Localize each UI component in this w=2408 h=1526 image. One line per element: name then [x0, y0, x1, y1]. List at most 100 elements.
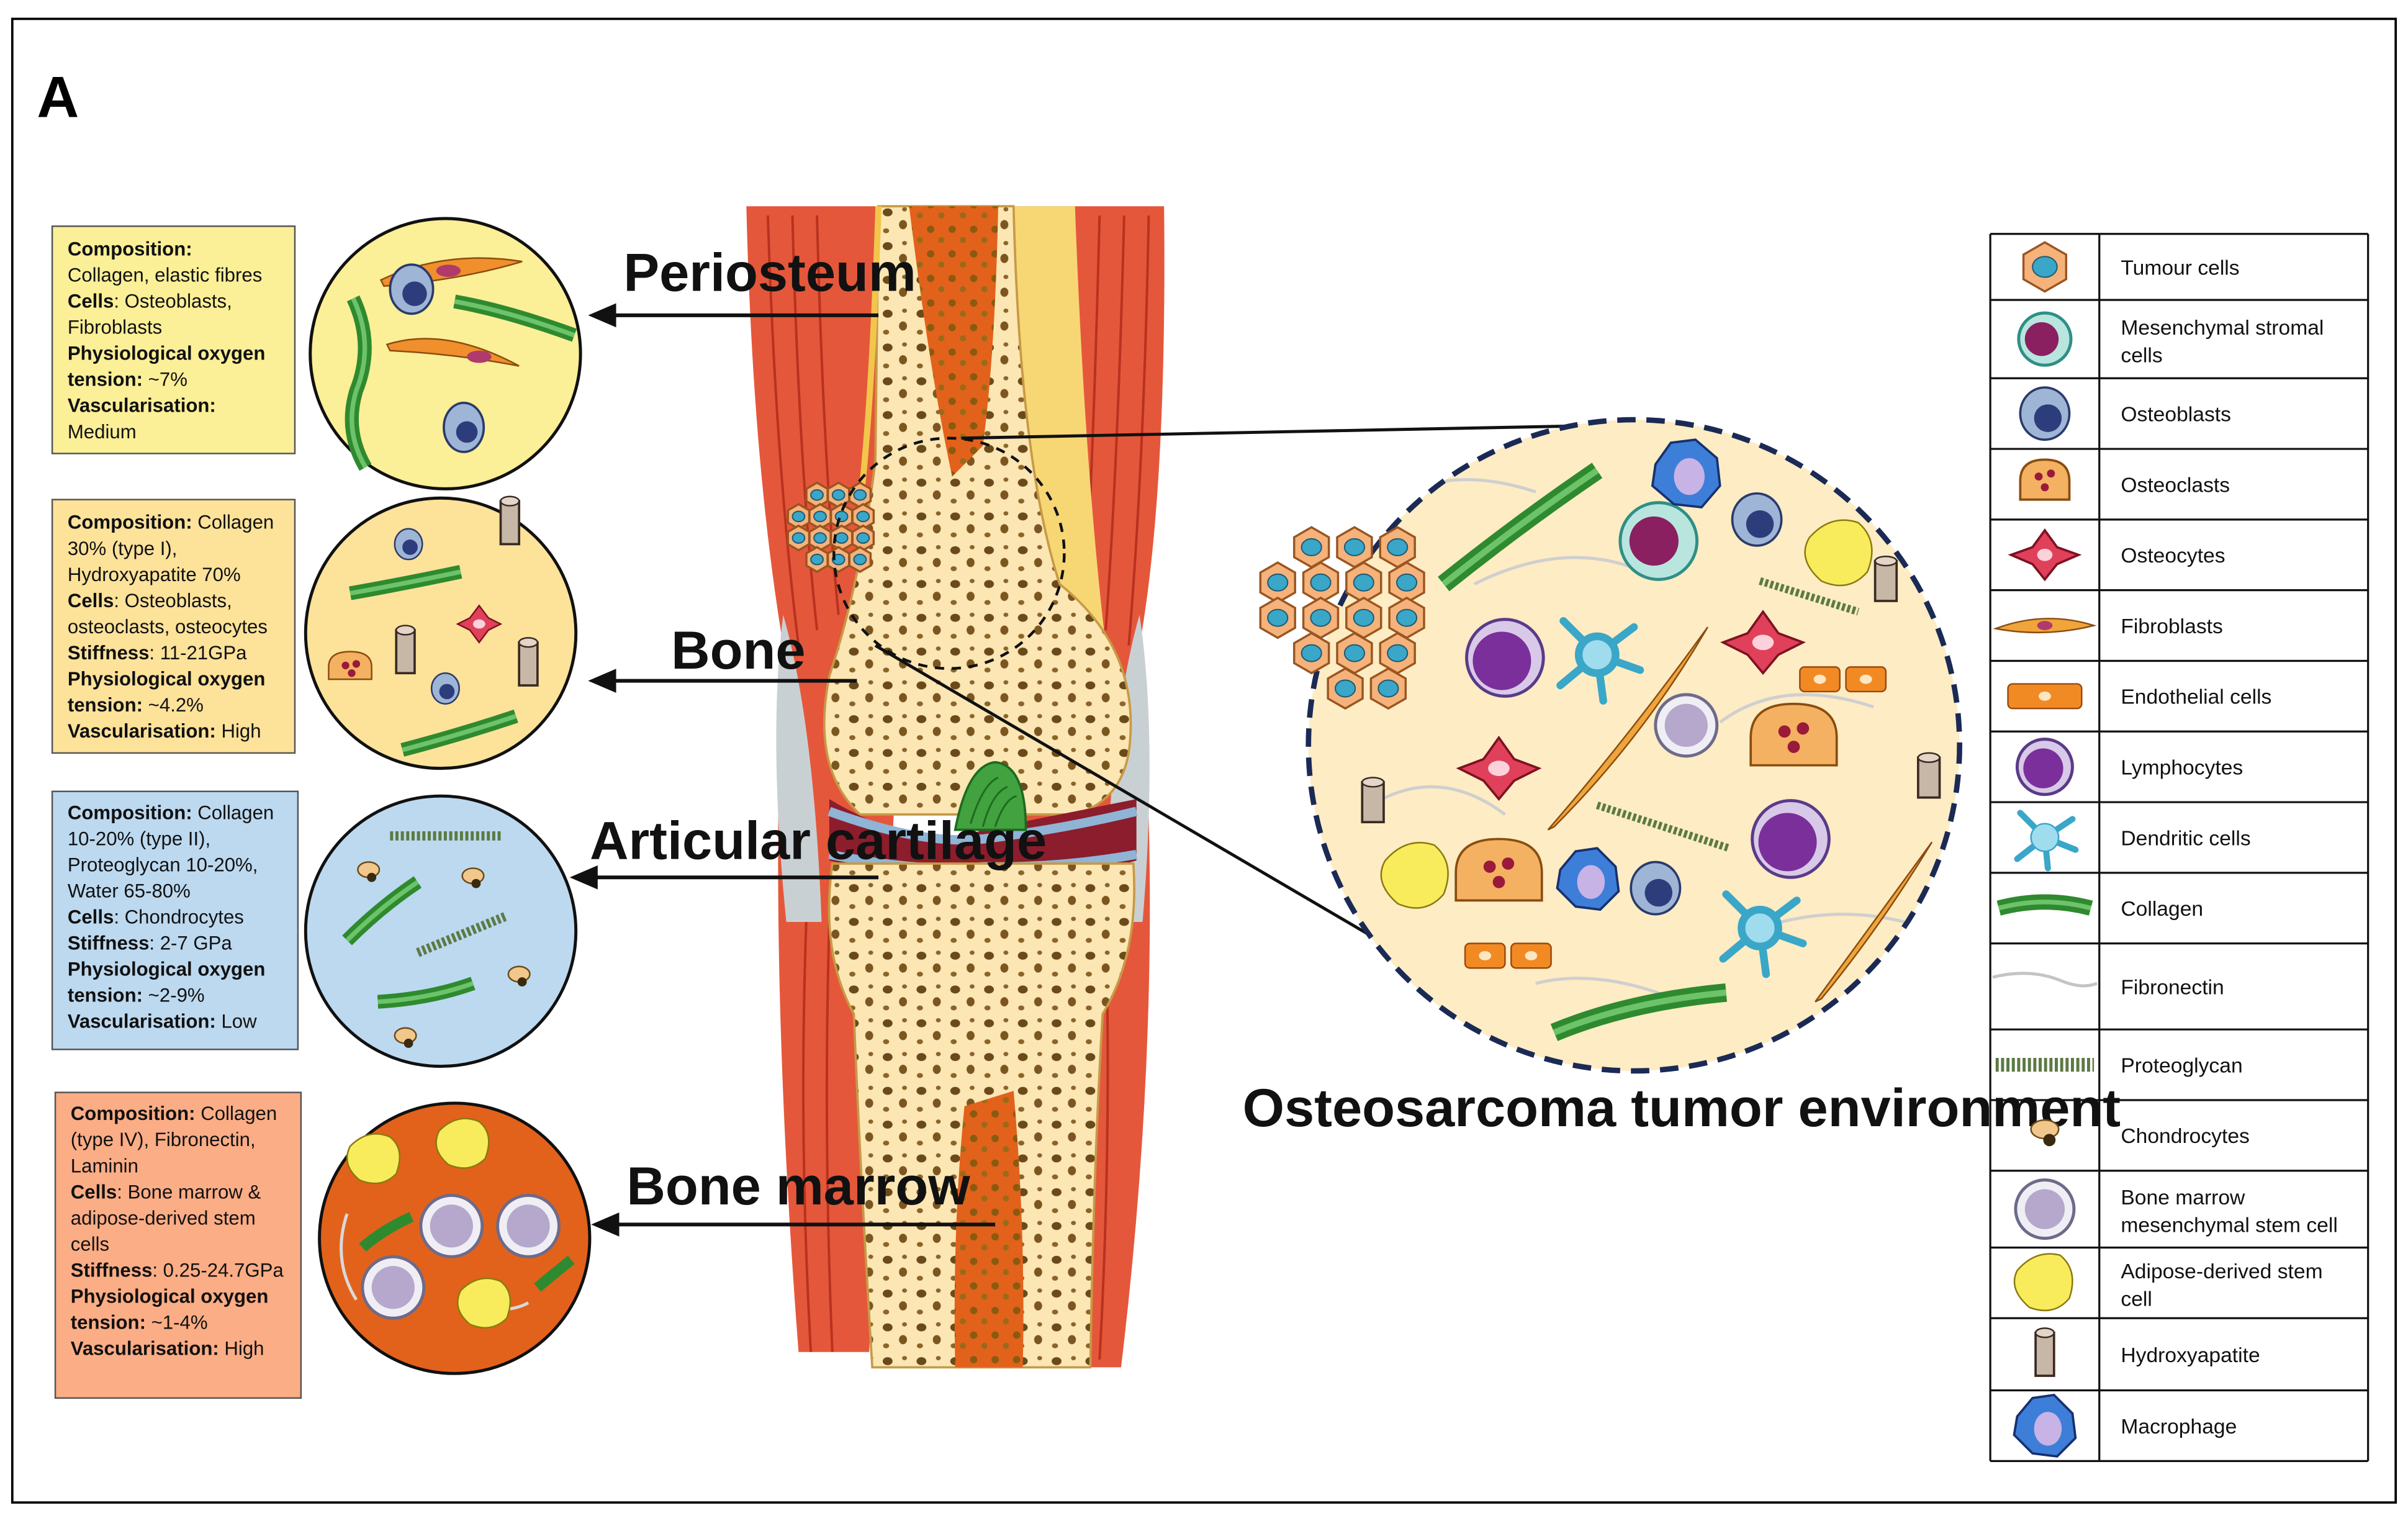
legend-row-macrophage: Macrophage: [1990, 1393, 2368, 1462]
info-line: Proteoglycan 10-20%,: [68, 854, 258, 875]
info-line: Vascularisation:: [68, 395, 216, 417]
mesenchymal-stromal-cell-icon: [2017, 311, 2073, 367]
tumour-cell: [787, 524, 811, 552]
tumour-cell: [805, 546, 829, 573]
legend-label: Lymphocytes: [2121, 757, 2243, 780]
tumour-cell: [1259, 561, 1296, 604]
osteocyte-icon: [2008, 528, 2082, 582]
tumour-cell: [1302, 561, 1340, 604]
bone-info-box: [51, 499, 296, 754]
legend-label: Osteoblasts: [2121, 404, 2231, 427]
legend-label: Endothelial cells: [2121, 686, 2271, 709]
legend-label: Adipose-derived stem: [2121, 1260, 2322, 1283]
info-line: tension: ~2-9%: [68, 985, 205, 1006]
tumour-cell: [848, 546, 872, 573]
tumour-cell: [1345, 597, 1382, 639]
collagen-icon: [1996, 894, 2093, 916]
info-line: Physiological oxygen: [71, 1286, 269, 1307]
zoom-line-bottom: [874, 644, 1414, 962]
info-line: 30% (type I),: [68, 538, 178, 559]
tumour-cluster-on-bone: [787, 481, 875, 573]
info-line: Composition: Collagen: [68, 801, 274, 823]
marrow-detail-circle: [318, 1101, 592, 1375]
info-line: Water 65-80%: [68, 880, 191, 901]
tumour-cell-icon: [2022, 241, 2068, 293]
legend-label: Tumour cells: [2121, 256, 2239, 279]
legend-row-mesenchymal-stromal-cell: Mesenchymal stromal cells: [1990, 311, 2368, 379]
legend-label: Osteoclasts: [2121, 474, 2230, 497]
legend-row-endothelial-cell: Endothelial cells: [1990, 683, 2368, 733]
periosteum-detail-circle: [309, 217, 582, 490]
chondrocyte-icon: [2030, 1119, 2060, 1147]
info-line: Fibroblasts: [68, 317, 162, 338]
label-bone-marrow: Bone marrow: [626, 1157, 970, 1216]
tumour-cell: [1302, 597, 1340, 639]
adipose-stem-cell-icon: [2013, 1253, 2073, 1312]
osteoclast-icon: [2019, 458, 2071, 501]
tumour-cell: [848, 481, 872, 509]
info-line: osteoclasts, osteocytes: [68, 616, 268, 638]
info-line: Physiological oxygen: [68, 668, 266, 690]
tumour-cell: [1388, 561, 1425, 604]
fibronectin-icon: [1992, 972, 2098, 988]
legend-label: Fibronectin: [2121, 976, 2224, 999]
tumour-cell-cluster: [1259, 526, 1425, 710]
osteoblast-icon: [2019, 386, 2071, 441]
legend-row-fibroblast: Fibroblasts: [1990, 615, 2368, 662]
tumour-cell: [829, 524, 854, 552]
marrow-info-box: [54, 1091, 302, 1399]
label-articular-cartilage: Articular cartilage: [590, 811, 1047, 871]
legend-row-collagen: Collagen: [1990, 894, 2368, 945]
tumour-cell: [1327, 667, 1364, 710]
endothelial-cell-icon: [2007, 683, 2083, 710]
cartilage-detail-circle: [304, 794, 578, 1068]
info-line: Composition: Collagen: [71, 1103, 277, 1124]
zoom-line-top: [961, 424, 1582, 440]
label-periosteum: Periosteum: [623, 243, 916, 302]
tumour-cell: [1292, 631, 1330, 675]
tumor-environment-circle: [1259, 417, 1962, 1074]
info-line: Collagen, elastic fibres: [68, 264, 262, 286]
legend-row-proteoglycan: Proteoglycan: [1990, 1054, 2368, 1101]
info-line: Laminin: [71, 1155, 138, 1176]
legend-label: Proteoglycan: [2121, 1054, 2242, 1077]
info-line: Vascularisation: High: [68, 720, 261, 742]
legend-row-lymphocyte: Lymphocytes: [1990, 738, 2368, 803]
tumor-region-marker: [832, 436, 1066, 670]
info-line: Composition: Collagen: [68, 512, 274, 533]
legend-label: Mesenchymal stromal: [2121, 317, 2324, 340]
legend-label: Macrophage: [2121, 1415, 2237, 1438]
info-line: Cells: Bone marrow &: [71, 1181, 261, 1203]
legend-row-dendritic-cell: Dendritic cells: [1990, 810, 2368, 874]
periosteum-info-box: [51, 225, 296, 454]
tumor-environment-caption: Osteosarcoma tumor environment: [1243, 1078, 2121, 1138]
info-line: Physiological oxygen: [68, 959, 266, 980]
knee-joint-illustration: [746, 205, 1165, 1369]
tumour-cell: [1379, 526, 1416, 569]
panel-frame: [11, 17, 2397, 1504]
info-line: Medium: [68, 421, 137, 443]
legend-label: Dendritic cells: [2121, 827, 2250, 850]
marrow-info-text: Composition: Collagen(type IV), Fibronec…: [71, 1103, 284, 1359]
dendritic-cell-icon: [2014, 810, 2079, 872]
bm-stem-cell-icon: [2014, 1178, 2076, 1240]
info-line: Stiffness: 0.25-24.7GPa: [71, 1259, 284, 1281]
info-line: Physiological oxygen: [68, 343, 266, 364]
info-line: tension: ~4.2%: [68, 694, 204, 716]
tumour-cell: [2022, 241, 2068, 293]
legend-row-chondrocyte: Chondrocytes: [1990, 1119, 2368, 1172]
legend-row-osteoblast: Osteoblasts: [1990, 386, 2368, 450]
legend-label: Osteocytes: [2121, 544, 2225, 567]
legend-row-osteocyte: Osteocytes: [1990, 528, 2368, 592]
panel-label: A: [37, 65, 79, 130]
tumour-cell: [1345, 561, 1382, 604]
info-line: Stiffness: 2-7 GPa: [68, 932, 233, 954]
legend-row-osteoclast: Osteoclasts: [1990, 458, 2368, 521]
lymphocyte-icon: [2015, 738, 2074, 797]
bone-detail-circle: [304, 495, 578, 770]
legend-label: cells: [2121, 344, 2162, 367]
